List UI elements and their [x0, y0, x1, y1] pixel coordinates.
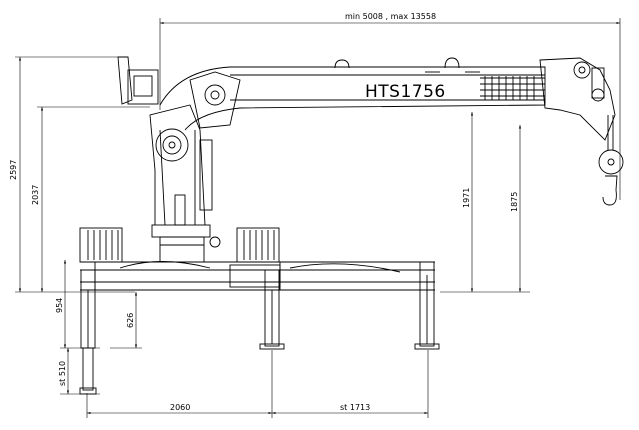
dim-leg-foot-label: st 510 [58, 361, 67, 386]
crane-column [117, 56, 221, 263]
crane-base-frame [79, 227, 440, 395]
dim-base-width-label: 2060 [170, 403, 190, 412]
dim-reach-label: min 5008 , max 13558 [345, 12, 436, 21]
dim-height-total-label: 2597 [9, 160, 18, 180]
dimension-lines [15, 18, 621, 418]
dim-outrigger-extra-label: st 1713 [340, 403, 370, 412]
crane-hook [598, 115, 624, 206]
crane-boom [159, 57, 616, 141]
dim-leg-inner-label: 626 [126, 313, 135, 328]
model-label: HTS1756 [365, 82, 446, 102]
dim-height-column-label: 2037 [31, 185, 40, 205]
dim-leg-height-label: 954 [55, 298, 64, 313]
dim-height-hook-2-label: 1875 [510, 192, 519, 212]
dim-height-hook-1-label: 1971 [462, 188, 471, 208]
